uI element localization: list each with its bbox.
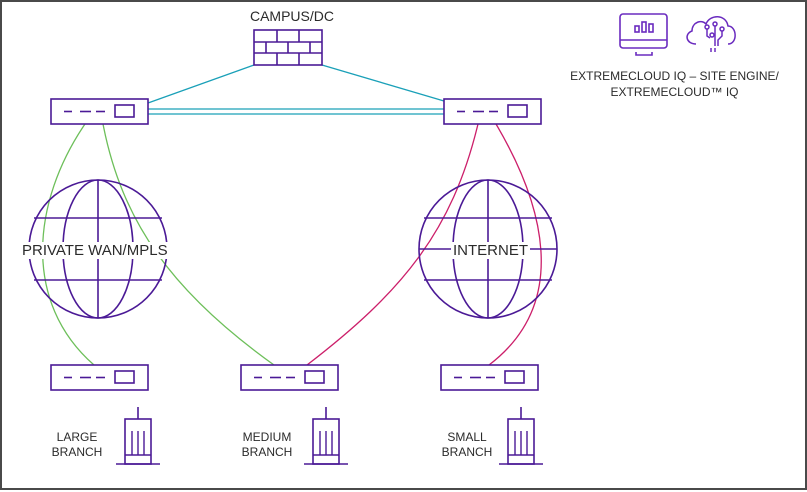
medium-branch-router xyxy=(240,364,339,391)
medium-branch-label-line1: MEDIUM xyxy=(242,430,292,444)
large-branch-router xyxy=(50,364,149,391)
medium-branch-label-line2: BRANCH xyxy=(241,445,293,459)
large-branch-label-line1: LARGE xyxy=(56,430,98,444)
internet-link-medium-branch xyxy=(306,123,479,366)
small-branch-label-line2: BRANCH xyxy=(441,445,493,459)
campus-dc-label: CAMPUS/DC xyxy=(249,8,334,24)
internet-label: INTERNET xyxy=(451,242,530,259)
large-branch-label: LARGE BRANCH xyxy=(37,430,117,460)
small-branch-label-line1: SMALL xyxy=(447,430,487,444)
medium-branch-building-icon xyxy=(303,406,349,465)
campus-router-left xyxy=(50,98,149,125)
private-wan-label: PRIVATE WAN/MPLS xyxy=(20,242,170,259)
campus-links xyxy=(147,64,445,115)
small-branch-router xyxy=(440,364,539,391)
monitor-chart-icon xyxy=(619,13,668,56)
management-label-line1: EXTREMECLOUD IQ – SITE ENGINE/ xyxy=(570,69,779,83)
management-label: EXTREMECLOUD IQ – SITE ENGINE/ EXTREMECL… xyxy=(542,68,807,100)
cloud-circuit-icon xyxy=(686,16,736,52)
campus-router-right xyxy=(443,98,542,125)
firewall-to-right-router-link xyxy=(321,64,445,102)
large-branch-label-line2: BRANCH xyxy=(51,445,103,459)
firewall-to-left-router-link xyxy=(147,64,255,104)
large-branch-building-icon xyxy=(115,406,161,465)
internet-link-small-branch xyxy=(488,123,542,366)
firewall-icon xyxy=(253,29,323,66)
management-label-line2: EXTREMECLOUD™ IQ xyxy=(610,85,739,99)
small-branch-label: SMALL BRANCH xyxy=(427,430,507,460)
medium-branch-label: MEDIUM BRANCH xyxy=(227,430,307,460)
internet-links xyxy=(306,123,542,366)
